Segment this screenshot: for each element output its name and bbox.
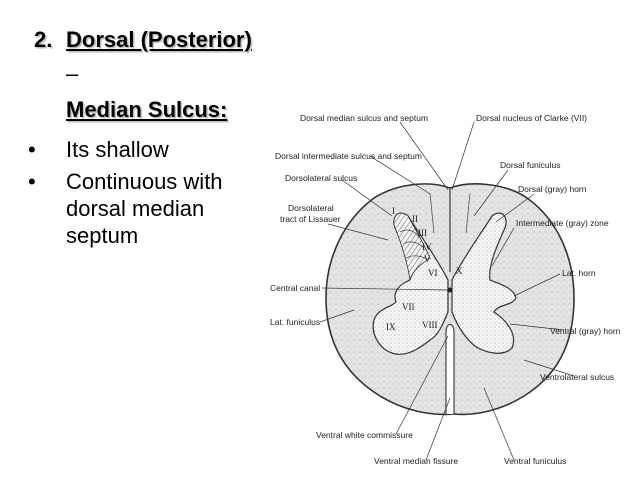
dorsal-intermediate-septum-right: [465, 192, 471, 234]
label-dorsal-nucleus-clarke: Dorsal nucleus of Clarke (VII): [476, 113, 587, 123]
dorsal-intermediate-septum: [429, 192, 435, 234]
lamina-iii: III: [418, 228, 427, 238]
label-dorsal-median-sulcus: Dorsal median sulcus and septum: [300, 113, 428, 123]
dorsal-horn-laminae: [393, 212, 431, 281]
lamina-vi: VI: [428, 268, 438, 278]
label-intermediate-gray-zone: Intermediate (gray) zone: [516, 218, 609, 228]
label-ventral-gray-horn: Ventral (gray) horn: [550, 326, 621, 336]
lamina-boundary: [402, 241, 425, 249]
lamina-i: I: [392, 206, 395, 216]
label-tract-of-lissauer: tract of Lissauer: [280, 214, 341, 224]
heading-dash: –: [66, 61, 79, 86]
label-lat-horn: Lat. horn: [562, 268, 596, 278]
lamina-vii: VII: [402, 302, 415, 312]
bullet-marker: •: [28, 169, 36, 194]
spinal-cord-svg: I II III IV V VI VII VIII IX X: [270, 113, 621, 466]
label-lat-funiculus: Lat. funiculus: [270, 317, 320, 327]
label-dorsal-intermediate-sulcus: Dorsal intermediate sulcus and septum: [275, 151, 422, 161]
bullet-text: Continuous with dorsal median septum: [66, 169, 223, 248]
label-dorsolateral: Dorsolateral: [288, 203, 334, 213]
label-central-canal: Central canal: [270, 283, 320, 293]
label-ventral-white-commissure: Ventral white commissure: [316, 430, 413, 440]
lamina-ix: IX: [386, 322, 396, 332]
lamina-ii: II: [412, 214, 418, 224]
label-ventral-median-fissure: Ventral median fissure: [374, 456, 458, 466]
spinal-cord-diagram: I II III IV V VI VII VIII IX X: [262, 98, 638, 479]
lamina-x: X: [456, 266, 463, 276]
label-ventrolateral-sulcus: Ventrolateral sulcus: [540, 372, 614, 382]
white-matter: [325, 183, 575, 416]
label-dorsolateral-sulcus: Dorsolateral sulcus: [285, 173, 357, 183]
heading-number: 2.: [34, 27, 53, 52]
bullet-item: • Its shallow: [28, 136, 278, 163]
bullet-list: • Its shallow • Continuous with dorsal m…: [28, 136, 278, 254]
slide-heading: 2. Dorsal (Posterior): [34, 26, 252, 54]
label-dorsal-funiculus: Dorsal funiculus: [500, 160, 560, 170]
label-dorsal-gray-horn: Dorsal (gray) horn: [518, 184, 587, 194]
bullet-marker: •: [28, 137, 36, 162]
ventral-median-fissure: [445, 323, 455, 414]
central-canal: [447, 287, 453, 293]
bullet-text: Its shallow: [66, 137, 169, 162]
label-ventral-funiculus: Ventral funiculus: [504, 456, 566, 466]
leader-lines: [319, 121, 575, 461]
lamina-boundary: [405, 255, 429, 261]
slide-subheading: Median Sulcus:: [66, 97, 228, 122]
lamina-v: V: [424, 254, 431, 264]
lamina-boundary: [399, 229, 421, 239]
heading-title: Dorsal (Posterior): [66, 27, 252, 52]
lamina-iv: IV: [422, 242, 432, 252]
lamina-viii: VIII: [422, 320, 438, 330]
bullet-item: • Continuous with dorsal median septum: [28, 168, 278, 249]
